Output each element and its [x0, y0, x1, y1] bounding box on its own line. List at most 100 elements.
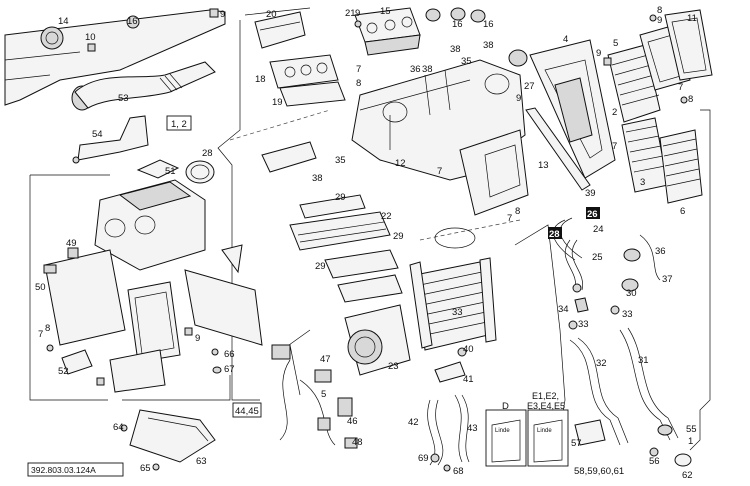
- kit-box-e: [527, 409, 569, 467]
- hose-43: [454, 394, 470, 463]
- hose-31: [619, 327, 679, 441]
- screw-54: [72, 156, 80, 164]
- callout-29c: 29: [315, 261, 326, 272]
- callout-8c: 8: [688, 94, 693, 105]
- knob-16c: [470, 9, 486, 23]
- cover-13: [459, 129, 529, 216]
- air-duct-53: [74, 61, 216, 109]
- panel-20-edge: [259, 21, 301, 31]
- callout-26-badge: [586, 207, 600, 219]
- callout-9f: 9: [195, 333, 200, 344]
- callout-65: 65: [140, 463, 151, 474]
- frame-line-top: [244, 7, 311, 16]
- panel-right: [184, 269, 263, 346]
- filter-22: [289, 211, 391, 251]
- ring-28-inner: [190, 164, 210, 180]
- clip-9-right: [603, 57, 612, 66]
- callout-3: 3: [640, 177, 645, 188]
- housing-slot: [424, 69, 451, 116]
- callout-19: 19: [272, 97, 283, 108]
- screw-8-right: [680, 96, 688, 104]
- bracket-49: [43, 264, 57, 274]
- kit-e-label-line1: E1,E2,: [532, 391, 559, 401]
- callout-8d: 8: [515, 206, 520, 217]
- callout-29b: 29: [393, 231, 404, 242]
- knob-15a: [366, 22, 378, 34]
- clamp-56: [649, 447, 659, 457]
- clamp-55: [657, 424, 673, 436]
- duct-ribs: [159, 73, 183, 93]
- callout-55: 55: [686, 424, 697, 435]
- callout-13: 13: [538, 160, 549, 171]
- seal-39: [525, 107, 591, 191]
- callout-28b-badge: [548, 227, 562, 239]
- clamp-33a: [572, 283, 582, 293]
- gasket-51: [136, 159, 180, 179]
- ref-box-44-45-text: 44,45: [235, 406, 259, 417]
- panel-20: [254, 11, 306, 49]
- callout-66: 66: [224, 349, 235, 360]
- callout-1: 1: [688, 436, 693, 447]
- callout-9d: 9: [596, 48, 601, 59]
- kit-box-d: [485, 409, 527, 467]
- filter-3-mesh: [625, 125, 666, 173]
- plate-50: [44, 249, 126, 346]
- cover-29: [299, 194, 366, 219]
- callout-35: 35: [461, 56, 472, 67]
- clip-9-dash: [87, 43, 96, 52]
- knob-16a: [425, 8, 441, 22]
- screw-8-top: [649, 14, 657, 22]
- callout-7f: 7: [38, 329, 43, 340]
- control-unit-15-base: [364, 34, 421, 56]
- housing-vent-left: [382, 101, 408, 123]
- callout-33c: 33: [452, 307, 463, 318]
- knob-18c: [316, 62, 328, 74]
- screw-8-left: [46, 344, 54, 352]
- callout-32: 32: [596, 358, 607, 369]
- drawing-number-box: [27, 462, 124, 477]
- callout-6: 6: [680, 206, 685, 217]
- callout-28: 28: [202, 148, 213, 159]
- callout-38: 38: [450, 44, 461, 55]
- callout-7e: 7: [507, 213, 512, 224]
- callout-53: 53: [118, 93, 129, 104]
- callout-28b: 28: [549, 229, 560, 240]
- callout-38d: 38: [312, 173, 323, 184]
- screw-21: [354, 20, 362, 28]
- clamp-68: [443, 464, 451, 472]
- duct-54: [77, 115, 149, 161]
- callout-8: 8: [657, 5, 662, 16]
- kit-d-logo: Linde: [495, 428, 510, 434]
- callout-2: 2: [612, 107, 617, 118]
- clip-49: [67, 247, 79, 259]
- callout-62: 62: [682, 470, 693, 481]
- callout-63: 63: [196, 456, 207, 467]
- dashboard-detail: [4, 51, 81, 81]
- heater-tank-right: [479, 257, 497, 343]
- callout-37: 37: [662, 274, 673, 285]
- callout-25: 25: [592, 252, 603, 263]
- plate-19: [279, 81, 346, 107]
- callout-9b: 9: [355, 8, 360, 19]
- filter-11: [664, 9, 713, 81]
- callout-8e: 8: [45, 323, 50, 334]
- drawing-number: 392.803.03.124A: [31, 465, 96, 475]
- callout-42: 42: [408, 417, 419, 428]
- blower-hub: [354, 336, 376, 358]
- callout-54: 54: [92, 129, 103, 140]
- callout-9e: 9: [516, 93, 521, 104]
- callout-7c: 7: [612, 141, 617, 152]
- base-plate: [109, 349, 166, 393]
- blower-housing: [94, 179, 206, 271]
- valve-41: [434, 361, 466, 383]
- vent-14-inner: [45, 31, 59, 45]
- wiring-harness: [274, 329, 336, 446]
- frame-29b: [324, 249, 399, 279]
- callout-52: 52: [58, 366, 69, 377]
- callout-51: 51: [165, 166, 176, 177]
- ref-box-1-2: [166, 115, 192, 131]
- callout-9: 9: [220, 9, 225, 20]
- valve-30: [623, 248, 641, 262]
- kit-e-label-line2: E3,E4,E5: [527, 401, 565, 411]
